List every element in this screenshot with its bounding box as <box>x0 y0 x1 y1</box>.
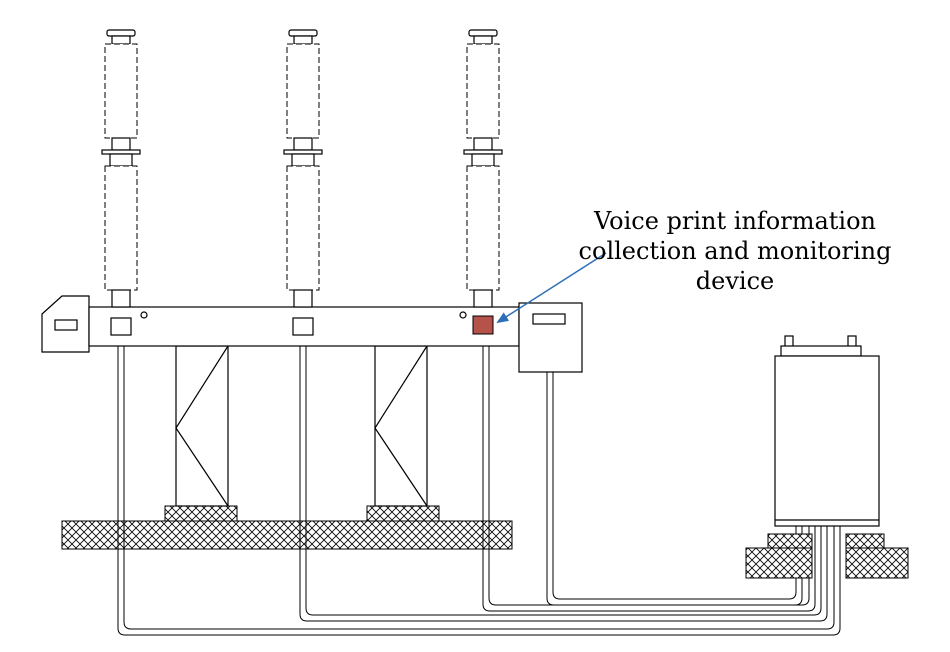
insulator-column-1 <box>101 29 141 308</box>
beam-window-1 <box>110 317 132 336</box>
support-pad-right <box>366 505 440 522</box>
beam-hole-2 <box>459 311 467 319</box>
control-box <box>518 302 583 373</box>
device-annotation-label: Voice print information collection and m… <box>560 206 910 296</box>
base-foundation <box>61 520 513 550</box>
beam-hole-1 <box>140 311 148 319</box>
annotation-line-2: collection and monitoring <box>578 237 892 265</box>
cable-pipes <box>117 346 841 636</box>
sensor-device-icon <box>472 315 494 335</box>
arrow-icon <box>496 252 607 324</box>
insulator-column-3 <box>463 29 503 308</box>
support-frame-right <box>374 345 428 507</box>
annotation-line-1: Voice print information <box>594 207 876 235</box>
beam-window-2 <box>292 317 314 336</box>
transformer-pad-left <box>767 533 813 549</box>
transformer-pad-right <box>845 533 885 549</box>
transformer-unit <box>774 335 880 527</box>
support-frame-left <box>175 345 229 507</box>
annotation-line-3: device <box>695 267 775 295</box>
transformer-base-left <box>745 547 813 579</box>
insulator-column-2 <box>283 29 323 308</box>
transformer-base-right <box>845 547 909 579</box>
left-mechanism-box <box>41 295 90 353</box>
support-pad-left <box>164 505 238 522</box>
